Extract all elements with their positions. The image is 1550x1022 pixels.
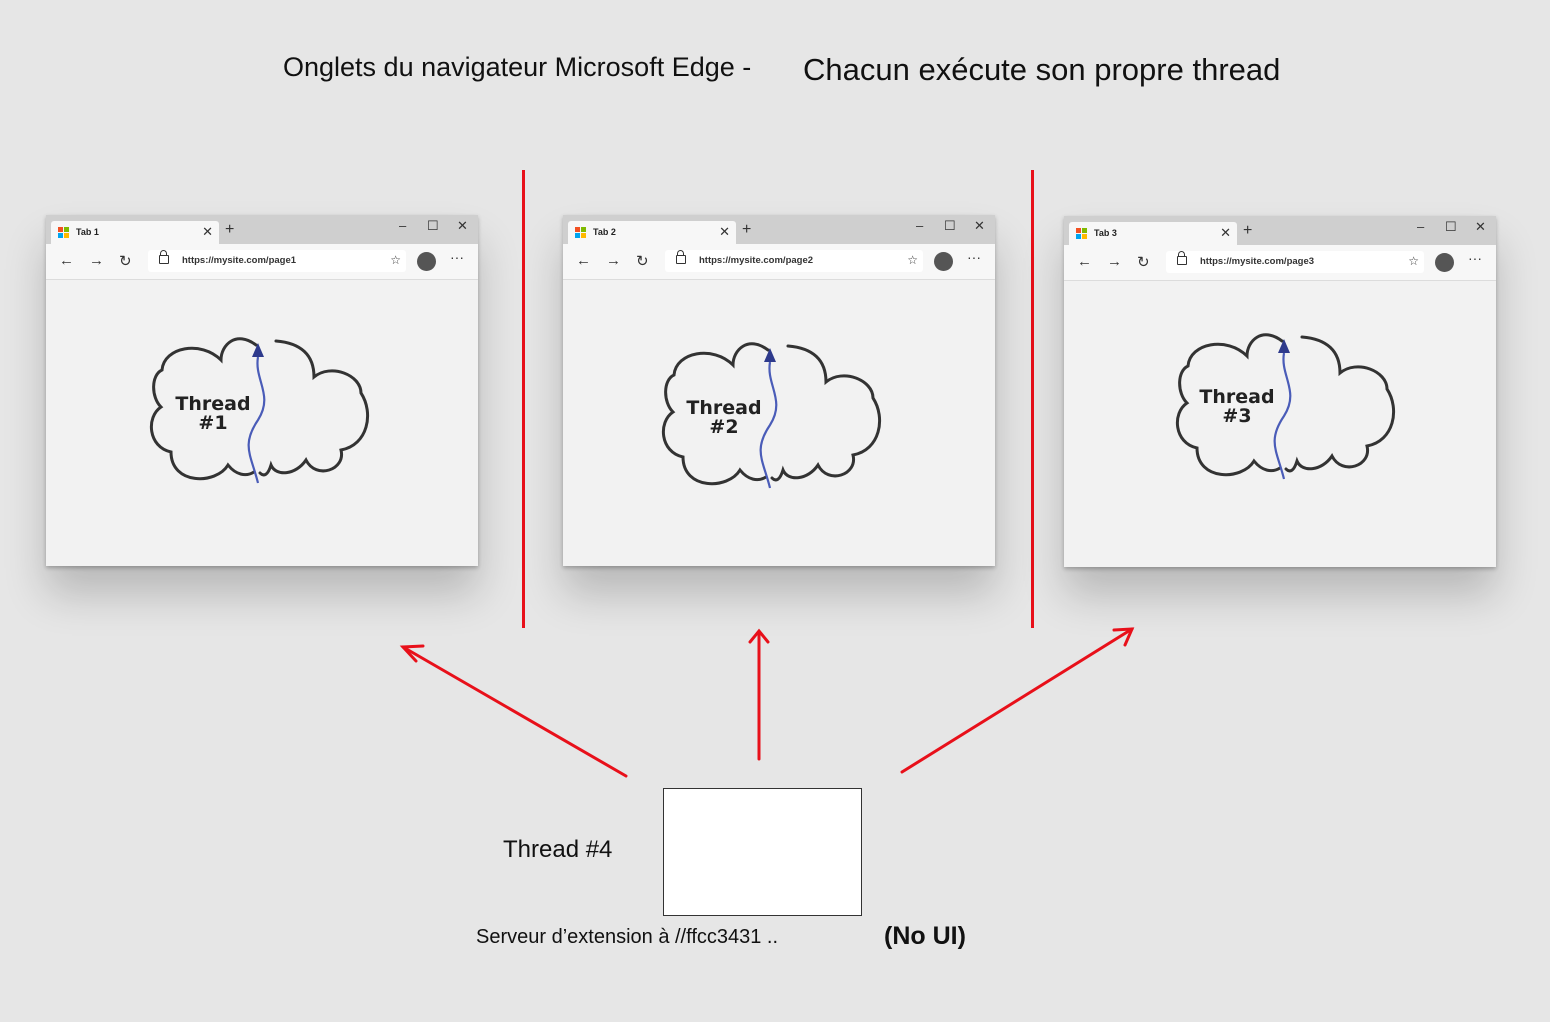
tab-bar: Tab 3 ✕ + – ☐ ✕	[1064, 216, 1496, 245]
url-text[interactable]: https://mysite.com/page1	[182, 255, 297, 266]
browser-tab[interactable]: Tab 3 ✕	[1069, 222, 1237, 245]
separator-line-2	[1031, 170, 1034, 628]
thread-label-3: Thread #3	[1199, 386, 1275, 427]
no-ui-label: (No UI)	[884, 922, 966, 950]
windows-logo-icon	[575, 227, 586, 238]
windows-logo-icon	[1076, 228, 1087, 239]
forward-icon[interactable]: →	[606, 252, 621, 269]
tab-label: Tab 2	[593, 227, 616, 237]
close-tab-icon[interactable]: ✕	[202, 224, 213, 239]
arrow-to-tab-3	[900, 627, 1134, 774]
favorite-star-icon[interactable]: ☆	[390, 253, 401, 267]
close-window-icon[interactable]: ✕	[457, 218, 468, 233]
address-bar[interactable]: https://mysite.com/page3 ☆	[1166, 251, 1424, 273]
windows-logo-icon	[58, 227, 69, 238]
browser-window-3: Tab 3 ✕ + – ☐ ✕ ← → ↻ https://mysite.com…	[1064, 216, 1496, 567]
browser-window-1: Tab 1 ✕ + – ☐ ✕ ← → ↻ https://mysite.com…	[46, 215, 478, 566]
thread-cloud-icon	[661, 342, 882, 489]
forward-icon[interactable]: →	[89, 252, 104, 269]
lock-icon	[159, 250, 169, 264]
nav-bar: ← → ↻ https://mysite.com/page1 ☆ ···	[46, 244, 478, 280]
back-icon[interactable]: ←	[59, 252, 74, 269]
profile-avatar[interactable]	[934, 252, 953, 271]
thread-4-label: Thread #4	[503, 836, 613, 863]
more-icon[interactable]: ···	[450, 249, 464, 265]
new-tab-icon[interactable]: +	[742, 221, 752, 238]
tab-bar: Tab 1 ✕ + – ☐ ✕	[46, 215, 478, 244]
new-tab-icon[interactable]: +	[1243, 222, 1253, 239]
new-tab-icon[interactable]: +	[225, 221, 235, 238]
browser-tab[interactable]: Tab 1 ✕	[51, 221, 219, 244]
profile-avatar[interactable]	[417, 252, 436, 271]
page-content: Thread #2	[563, 280, 995, 566]
page-content: Thread #3	[1064, 281, 1496, 567]
arrow-to-tab-1	[401, 645, 628, 778]
maximize-icon[interactable]: ☐	[427, 218, 439, 233]
arrow-head-3	[1112, 627, 1135, 647]
nav-bar: ← → ↻ https://mysite.com/page3 ☆ ···	[1064, 245, 1496, 281]
close-tab-icon[interactable]: ✕	[719, 224, 730, 239]
back-icon[interactable]: ←	[1077, 253, 1092, 270]
nav-bar: ← → ↻ https://mysite.com/page2 ☆ ···	[563, 244, 995, 280]
close-window-icon[interactable]: ✕	[1475, 219, 1486, 234]
address-bar[interactable]: https://mysite.com/page2 ☆	[665, 250, 923, 272]
more-icon[interactable]: ···	[1468, 250, 1482, 266]
forward-icon[interactable]: →	[1107, 253, 1122, 270]
minimize-icon[interactable]: –	[916, 218, 924, 233]
arrow-head-1	[399, 644, 425, 663]
minimize-icon[interactable]: –	[1417, 219, 1425, 234]
close-tab-icon[interactable]: ✕	[1220, 225, 1231, 240]
url-text[interactable]: https://mysite.com/page3	[1200, 256, 1315, 267]
lock-icon	[1177, 251, 1187, 265]
url-text[interactable]: https://mysite.com/page2	[699, 255, 814, 266]
thread-label-1: Thread #1	[175, 393, 251, 434]
maximize-icon[interactable]: ☐	[1445, 219, 1457, 234]
favorite-star-icon[interactable]: ☆	[1408, 254, 1419, 268]
thread-cloud-icon	[149, 337, 370, 484]
back-icon[interactable]: ←	[576, 252, 591, 269]
close-window-icon[interactable]: ✕	[974, 218, 985, 233]
more-icon[interactable]: ···	[967, 249, 981, 265]
page-content: Thread #1	[46, 280, 478, 566]
tab-label: Tab 1	[76, 227, 99, 237]
refresh-icon[interactable]: ↻	[119, 253, 132, 270]
minimize-icon[interactable]: –	[399, 218, 407, 233]
separator-line-1	[522, 170, 525, 628]
extension-server-label: Serveur d’extension à //ffcc3431 ..	[476, 926, 779, 948]
title-left: Onglets du navigateur Microsoft Edge -	[283, 52, 752, 82]
tab-bar: Tab 2 ✕ + – ☐ ✕	[563, 215, 995, 244]
browser-tab[interactable]: Tab 2 ✕	[568, 221, 736, 244]
refresh-icon[interactable]: ↻	[636, 253, 649, 270]
lock-icon	[676, 250, 686, 264]
extension-server-box	[663, 788, 862, 916]
title-right: Chacun exécute son propre thread	[803, 52, 1281, 87]
arrow-head-2	[748, 628, 770, 644]
refresh-icon[interactable]: ↻	[1137, 254, 1150, 271]
profile-avatar[interactable]	[1435, 253, 1454, 272]
tab-label: Tab 3	[1094, 228, 1117, 238]
maximize-icon[interactable]: ☐	[944, 218, 956, 233]
favorite-star-icon[interactable]: ☆	[907, 253, 918, 267]
address-bar[interactable]: https://mysite.com/page1 ☆	[148, 250, 406, 272]
thread-cloud-icon	[1175, 333, 1396, 480]
browser-window-2: Tab 2 ✕ + – ☐ ✕ ← → ↻ https://mysite.com…	[563, 215, 995, 566]
thread-label-2: Thread #2	[686, 397, 762, 438]
